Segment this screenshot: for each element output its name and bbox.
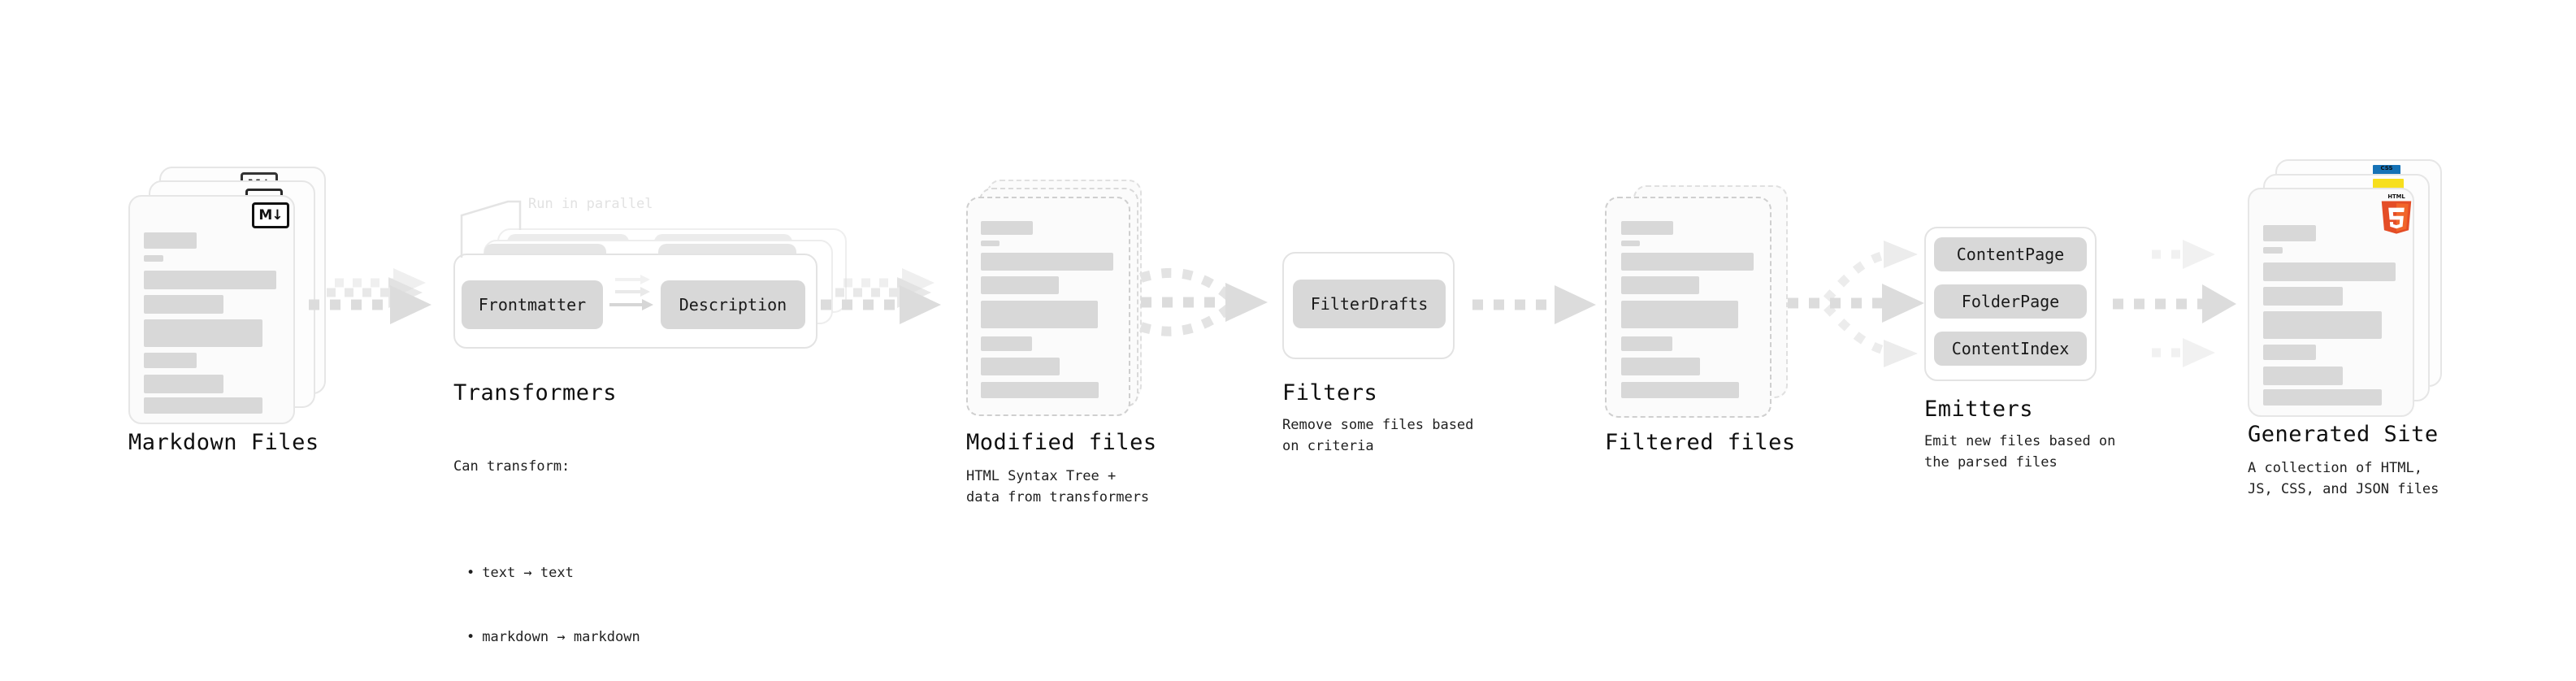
skeleton-line	[144, 353, 197, 368]
skeleton-line	[144, 255, 163, 262]
transformers-bullet-text: text → text	[466, 562, 640, 583]
skeleton-line	[144, 271, 276, 289]
connector-emitters-to-generated-site	[2113, 240, 2236, 367]
skeleton-line	[1621, 221, 1673, 235]
skeleton-line	[144, 397, 262, 414]
stage-title-markdown-files: Markdown Files	[128, 430, 319, 455]
skeleton-line	[981, 358, 1060, 375]
skeleton-line	[144, 319, 262, 347]
skeleton-line	[144, 232, 197, 249]
emitter-chip-contentpage[interactable]: ContentPage	[1934, 237, 2087, 271]
skeleton-line	[981, 241, 1000, 246]
skeleton-line	[1621, 253, 1754, 271]
stage-title-modified-files: Modified files	[966, 430, 1157, 455]
transformers-bullet-markdown: markdown → markdown	[466, 627, 640, 648]
skeleton-line	[2263, 311, 2382, 339]
css-badge: CSS	[2373, 165, 2400, 175]
skeleton-line	[981, 276, 1059, 294]
html5-logo-icon: HTML	[2379, 193, 2414, 234]
stage-title-emitters: Emitters	[1924, 397, 2034, 422]
connector-markdown-to-transformers	[309, 268, 432, 324]
transformers-can-transform-label: Can transform:	[453, 458, 570, 475]
skeleton-line	[1621, 301, 1738, 328]
skeleton-line	[1621, 241, 1640, 246]
filter-chip-filterdrafts[interactable]: FilterDrafts	[1293, 280, 1446, 328]
skeleton-line	[981, 382, 1099, 398]
transformers-bullet-list: text → text markdown → markdown html → h…	[453, 520, 640, 681]
stage-title-generated-site: Generated Site	[2248, 422, 2439, 447]
skeleton-line	[1621, 336, 1672, 351]
markdown-badge: M↓	[252, 202, 289, 228]
skeleton-line	[2263, 389, 2382, 406]
stage-title-filtered-files: Filtered files	[1605, 430, 1796, 455]
skeleton-line	[2263, 247, 2283, 254]
transformer-chip-frontmatter[interactable]: Frontmatter	[462, 280, 603, 329]
skeleton-line	[981, 336, 1032, 351]
stage-title-filters: Filters	[1282, 380, 1378, 406]
modified-files-description: HTML Syntax Tree + data from transformer…	[966, 468, 1150, 506]
stage-title-transformers: Transformers	[453, 380, 618, 406]
skeleton-line	[1621, 358, 1700, 375]
generated-site-description: A collection of HTML, JS, CSS, and JSON …	[2248, 460, 2439, 498]
connector-modified-files-to-filters	[1139, 267, 1268, 336]
emitter-chip-contentindex[interactable]: ContentIndex	[1934, 332, 2087, 366]
skeleton-line	[981, 221, 1033, 235]
skeleton-line	[981, 301, 1098, 328]
skeleton-line	[2263, 262, 2396, 281]
connector-filters-to-filtered-files	[1472, 285, 1596, 324]
skeleton-line	[2263, 287, 2343, 306]
emitter-chip-folderpage[interactable]: FolderPage	[1934, 284, 2087, 319]
connector-filtered-files-to-emitters	[1788, 241, 1924, 367]
skeleton-line	[1621, 276, 1699, 294]
svg-text:HTML: HTML	[2387, 193, 2405, 200]
transformer-chip-description[interactable]: Description	[661, 280, 805, 329]
skeleton-line	[144, 375, 223, 393]
transformers-description: Can transform: text → text markdown → ma…	[453, 413, 640, 681]
skeleton-line	[981, 253, 1113, 271]
skeleton-line	[2263, 367, 2343, 385]
skeleton-line	[2263, 225, 2316, 241]
skeleton-line	[144, 295, 223, 314]
emitters-description: Emit new files based on the parsed files	[1924, 433, 2116, 471]
filters-description: Remove some files based on criteria	[1282, 417, 1474, 455]
run-in-parallel-annotation: Run in parallel	[528, 196, 653, 212]
skeleton-line	[2263, 345, 2316, 360]
skeleton-line	[1621, 382, 1739, 398]
